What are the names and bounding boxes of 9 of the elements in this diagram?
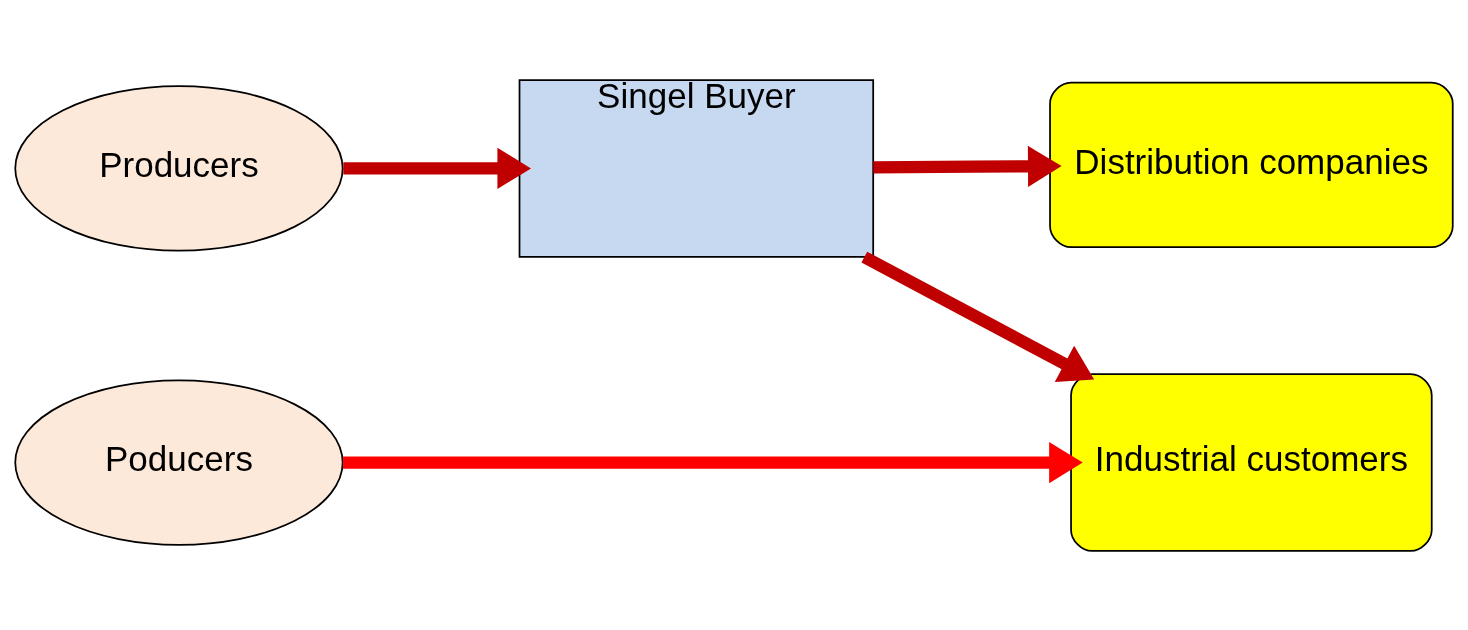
arrow bbox=[343, 441, 1083, 483]
arrow bbox=[873, 145, 1062, 187]
arrow bbox=[343, 147, 532, 189]
node-box: Industrial customers bbox=[1070, 372, 1433, 552]
node-ellipse: Producers bbox=[14, 84, 344, 252]
node-ellipse: Poducers bbox=[14, 378, 344, 546]
node-box: Singel Buyer bbox=[518, 78, 875, 258]
node-box: Distribution companies bbox=[1049, 81, 1454, 248]
arrow bbox=[861, 251, 1095, 382]
